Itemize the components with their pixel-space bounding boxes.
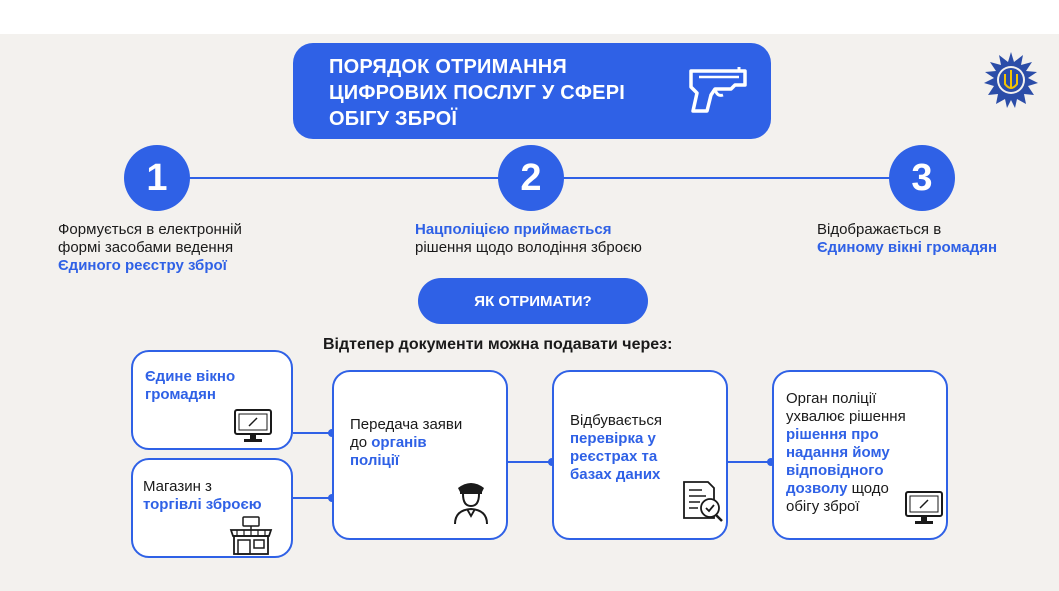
step-1-text: Формується в електронній формі засобами … bbox=[58, 221, 242, 274]
police-emblem-icon bbox=[984, 52, 1038, 108]
card-submit-to-police: Передача заяви до органів поліції bbox=[332, 370, 508, 540]
subheading: Відтепер документи можна подавати через: bbox=[323, 336, 673, 353]
connector-wire bbox=[293, 432, 333, 434]
how-to-get-button[interactable]: ЯК ОТРИМАТИ? bbox=[418, 278, 648, 324]
step-2-circle: 2 bbox=[498, 145, 564, 211]
step-3-text: Відображається в Єдиному вікні громадян bbox=[817, 221, 998, 256]
step-3-circle: 3 bbox=[889, 145, 955, 211]
monitor-icon bbox=[234, 409, 272, 442]
top-strip bbox=[0, 0, 1059, 34]
page-title: ПОРЯДОК ОТРИМАННЯ ЦИФРОВИХ ПОСЛУГ У СФЕР… bbox=[329, 56, 625, 130]
gun-icon bbox=[689, 67, 747, 113]
shop-icon bbox=[229, 516, 273, 555]
connector-wire bbox=[293, 497, 333, 499]
step-1-circle: 1 bbox=[124, 145, 190, 211]
card-decision: Орган поліції ухвалює рішення рішення пр… bbox=[772, 370, 948, 540]
monitor-icon bbox=[905, 491, 943, 524]
connector-wire bbox=[728, 461, 772, 463]
police-officer-icon bbox=[454, 483, 488, 524]
title-banner: ПОРЯДОК ОТРИМАННЯ ЦИФРОВИХ ПОСЛУГ У СФЕР… bbox=[293, 43, 771, 139]
document-check-icon bbox=[683, 481, 723, 522]
step-2-text: Нацполіцією приймається рішення щодо вол… bbox=[415, 221, 642, 256]
connector-wire bbox=[508, 461, 552, 463]
card-single-window: Єдине вікно громадян bbox=[131, 350, 293, 450]
connector-dot bbox=[767, 458, 775, 466]
card-verification: Відбувається перевірка у реєстрах та баз… bbox=[552, 370, 728, 540]
card-shop: Магазин з торгівлі зброєю bbox=[131, 458, 293, 558]
